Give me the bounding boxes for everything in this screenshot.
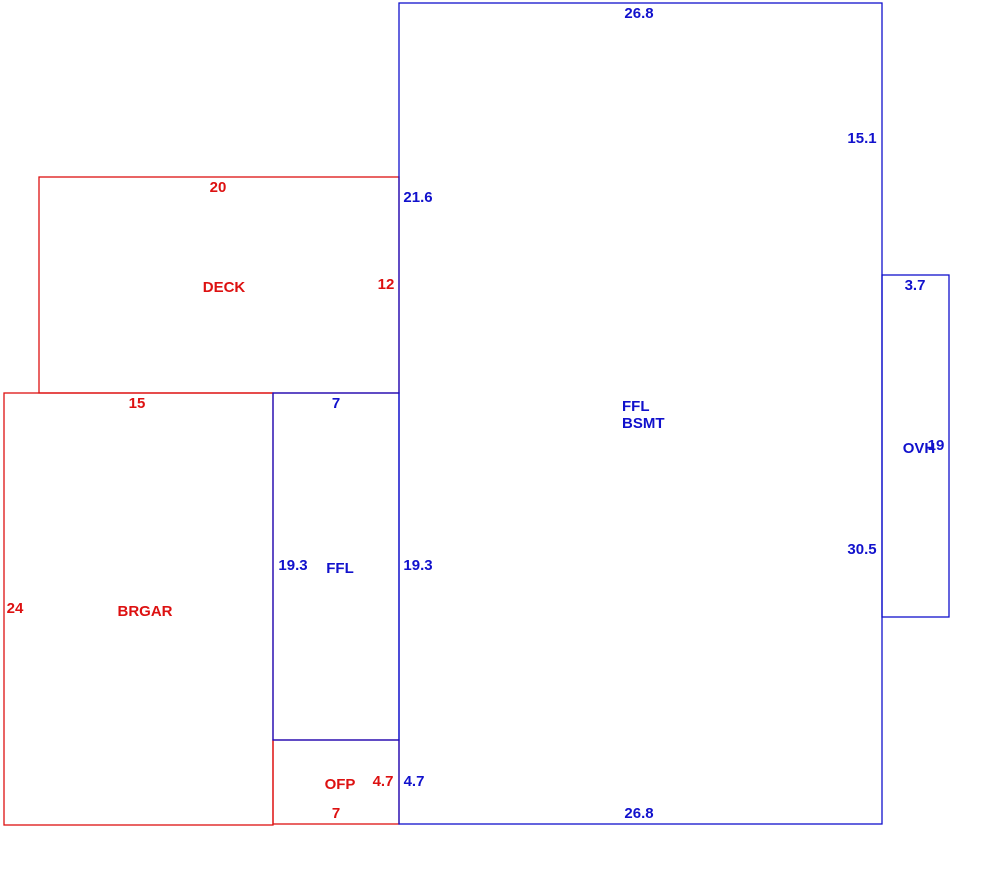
ovh-dim-right: 19 — [928, 437, 945, 454]
main-label-bsmt: BSMT — [622, 415, 665, 432]
main-dim-left-upper: 21.6 — [403, 189, 432, 206]
brgar-label: BRGAR — [118, 603, 173, 620]
brgar-dim-left: 24 — [7, 600, 24, 617]
main-dim-right-lower: 30.5 — [847, 541, 876, 558]
main-outline — [398, 2, 883, 825]
ffl-small-label: FFL — [326, 560, 354, 577]
ofp-label: OFP — [325, 776, 356, 793]
brgar-area: 15 BRGAR 24 — [3, 392, 274, 826]
main-dim-top: 26.8 — [624, 5, 653, 22]
brgar-dim-top: 15 — [129, 395, 146, 412]
main-dim-left-bottom: 4.7 — [404, 773, 425, 790]
deck-dim-top: 20 — [210, 179, 227, 196]
deck-dim-right: 12 — [378, 276, 395, 293]
ffl-small-dim-left: 19.3 — [278, 557, 307, 574]
ovh-label: OVH — [903, 440, 936, 457]
ovh-dim-top: 3.7 — [905, 277, 926, 294]
main-dim-left-lower: 19.3 — [403, 557, 432, 574]
main-label-ffl: FFL — [622, 398, 650, 415]
ofp-dim-bottom: 7 — [332, 805, 340, 822]
deck-area: 20 DECK 12 — [38, 176, 400, 394]
ofp-area: OFP 4.7 7 — [272, 739, 400, 825]
ffl-small-dim-top: 7 — [332, 395, 340, 412]
main-area: 26.8 15.1 21.6 FFL BSMT 30.5 19.3 4.7 26… — [398, 2, 883, 825]
ofp-dim-right: 4.7 — [373, 773, 394, 790]
main-dim-right-upper: 15.1 — [847, 130, 876, 147]
deck-label: DECK — [203, 279, 246, 296]
ovh-area: 3.7 OVH 19 — [881, 274, 950, 618]
ffl-small-area: 7 19.3 FFL — [272, 392, 400, 741]
main-dim-bottom: 26.8 — [624, 805, 653, 822]
